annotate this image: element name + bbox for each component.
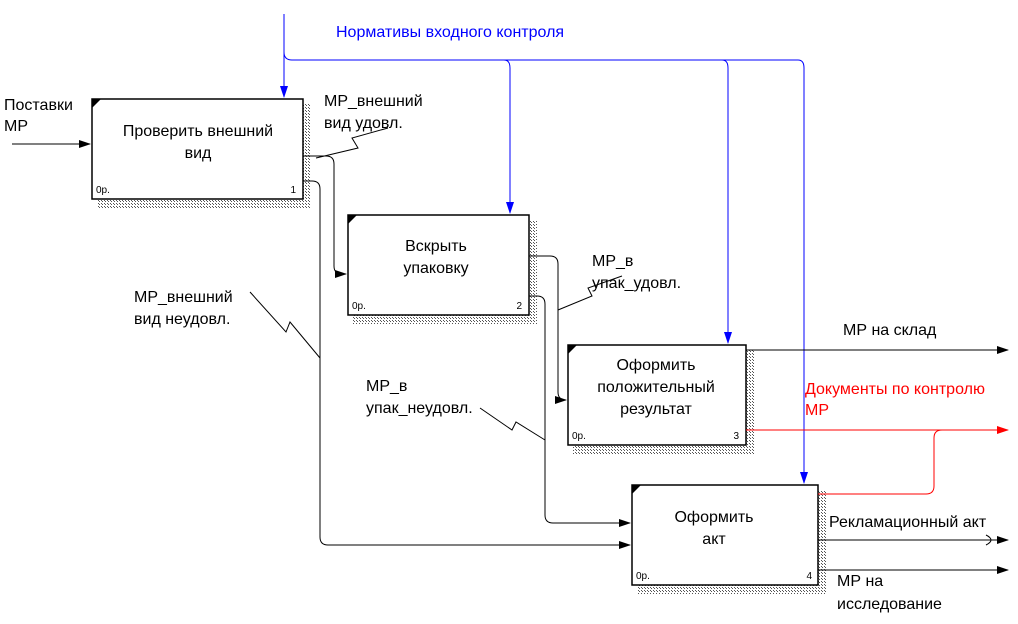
activity-box-3[interactable]: Оформить положительный результат 0р. 3 [567,344,747,446]
arrow-documents[interactable] [746,426,1009,495]
ok-ext-label-line2: вид удовл. [324,115,403,132]
ok-pack-label-line2: упак_удовл. [592,275,681,292]
box3-title-line1: Оформить [616,357,695,374]
control-label: Нормативы входного контроля [336,24,564,41]
box4-cost: 0р. [636,571,650,582]
to-store-label: МР на склад [843,322,937,339]
box3-number: 3 [733,431,739,442]
arrow-ok-external[interactable] [303,127,389,278]
research-label-line1: МР на [837,573,883,590]
input-label-line2: МР [4,118,28,135]
ok-ext-label-line1: МР_внешний [324,93,423,110]
documents-label-line1: Документы по контролю [805,381,985,398]
control-arrows[interactable] [280,14,808,484]
box2-number: 2 [516,301,522,312]
box3-title-line2: положительный [597,379,715,396]
research-label-line2: исследование [837,596,942,613]
box2-title-line2: упаковку [403,260,468,277]
bad-ext-label-line1: МР_внешний [134,289,233,306]
box2-cost: 0р. [352,301,366,312]
bad-pack-label-line1: МР_в [366,378,407,395]
box1-cost: 0р. [96,185,110,196]
arrow-ok-pack[interactable] [529,255,623,404]
arrow-claim-act[interactable] [818,534,1009,546]
box3-cost: 0р. [572,431,586,442]
box4-title-line2: акт [702,531,726,548]
box3-title-line3: результат [620,401,692,418]
activity-box-4[interactable]: Оформить акт 0р. 4 [631,484,819,586]
bad-pack-label-line2: упак_неудовл. [366,400,473,417]
input-label-line1: Поставки [4,97,73,114]
box1-number: 1 [290,185,296,196]
box2-title-line1: Вскрыть [405,238,467,255]
box4-number: 4 [806,571,812,582]
bad-ext-label-line2: вид неудовл. [134,311,230,328]
box4-title-line1: Оформить [674,509,753,526]
activity-box-2[interactable]: Вскрыть упаковку 0р. 2 [347,214,530,316]
ok-pack-label-line1: МР_в [592,253,633,270]
claim-label: Рекламационный акт [829,514,987,531]
arrow-bad-pack[interactable] [479,295,631,527]
box1-title-line1: Проверить внешний [123,123,273,140]
arrow-bad-external[interactable] [249,180,631,549]
box1-title-line2: вид [185,145,212,162]
activity-box-1[interactable]: Проверить внешний вид 0р. 1 [91,98,304,200]
documents-label-line2: МР [805,402,829,419]
